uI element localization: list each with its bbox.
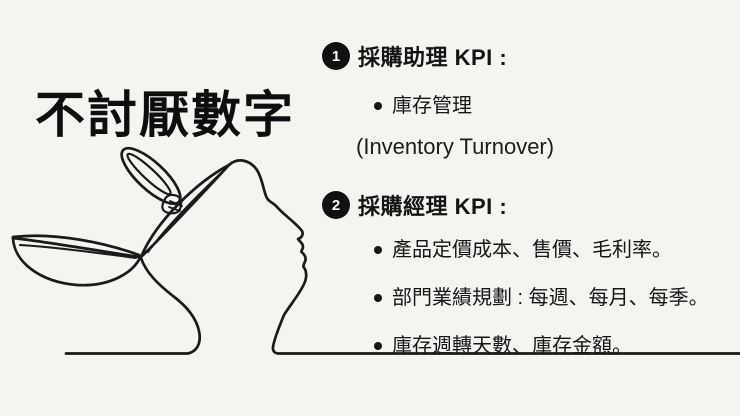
lid-bowl-shape: [11, 234, 142, 287]
bullet-item: 庫存管理: [322, 93, 722, 119]
bullet-text: 部門業績規劃 : 每週、每月、每季。: [392, 287, 709, 309]
section-manager-kpi: 2 採購經理 KPI : 產品定價成本、售價、毛利率。 部門業績規劃 : 每週、…: [322, 189, 722, 359]
bullet-dot: [374, 342, 382, 350]
skull-opening-rim: [139, 163, 231, 259]
bullet-item: 部門業績規劃 : 每週、每月、每季。: [322, 285, 722, 311]
bullet-dot: [374, 102, 382, 110]
section-2-bullet-list: 產品定價成本、售價、毛利率。 部門業績規劃 : 每週、每月、每季。 庫存週轉天數…: [322, 237, 722, 359]
bullet-text: 庫存週轉天數、庫存金額。: [392, 335, 632, 357]
neck-back-path: [64, 256, 202, 355]
leaf-bulb-shape: [120, 146, 183, 215]
section-2-heading: 採購經理 KPI :: [358, 194, 508, 219]
bullet-item: 產品定價成本、售價、毛利率。: [322, 237, 722, 263]
slide-title: 不討厭數字: [35, 87, 295, 143]
bullet-item: 庫存週轉天數、庫存金額。: [322, 333, 722, 359]
bullet-text: 庫存管理: [392, 95, 472, 117]
number-badge-1: 1: [322, 42, 350, 70]
inventory-turnover-note: (Inventory Turnover): [356, 134, 555, 159]
section-2-header: 2 採購經理 KPI :: [322, 189, 722, 221]
bullet-text: 產品定價成本、售價、毛利率。: [392, 239, 672, 261]
section-assistant-kpi: 1 採購助理 KPI : 庫存管理 (Inventory Turnover): [322, 40, 722, 160]
bullet-dot: [374, 294, 382, 302]
bullet-dot: [374, 246, 382, 254]
section-1-header: 1 採購助理 KPI :: [322, 40, 722, 72]
section-1-heading: 採購助理 KPI :: [358, 45, 508, 70]
face-profile-path: [227, 159, 740, 355]
number-badge-2: 2: [322, 191, 350, 219]
section-1-bullet-list: 庫存管理: [322, 93, 722, 119]
